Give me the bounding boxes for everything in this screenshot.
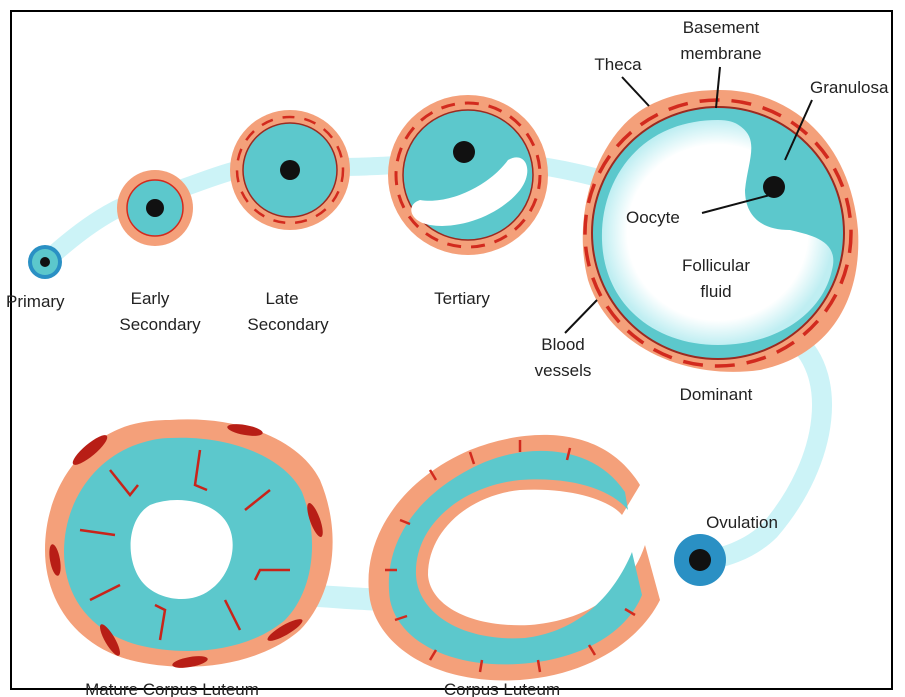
label-early-secondary: Secondary xyxy=(119,315,201,334)
label-mature-corpus-luteum: Mature Corpus Luteum xyxy=(85,680,259,697)
blood-vessels-leader xyxy=(565,300,597,333)
theca-leader xyxy=(622,77,649,106)
label-ovulation: Ovulation xyxy=(706,513,778,532)
label-blood: Blood xyxy=(541,335,584,354)
label-follicular: Follicular xyxy=(682,256,750,275)
corpus-luteum xyxy=(368,435,660,681)
label-early: Early xyxy=(131,289,170,308)
label-vessels: vessels xyxy=(535,361,592,380)
label-oocyte: Oocyte xyxy=(626,208,680,227)
label-late-secondary: Secondary xyxy=(247,315,329,334)
dominant-follicle xyxy=(583,90,859,372)
label-tertiary: Tertiary xyxy=(434,289,490,308)
primary-follicle xyxy=(28,245,62,279)
label-primary: Primary xyxy=(6,292,65,311)
label-fluid: fluid xyxy=(700,282,731,301)
label-membrane: membrane xyxy=(680,44,761,63)
label-basement: Basement xyxy=(683,18,760,37)
label-dominant: Dominant xyxy=(680,385,753,404)
label-corpus-luteum: Corpus Luteum xyxy=(444,680,560,697)
mature-corpus-luteum xyxy=(45,419,333,670)
ovulated-oocyte xyxy=(674,534,726,586)
label-theca: Theca xyxy=(594,55,642,74)
label-late: Late xyxy=(265,289,298,308)
tertiary-follicle xyxy=(388,95,548,255)
label-granulosa: Granulosa xyxy=(810,78,889,97)
late-secondary-follicle xyxy=(230,110,350,230)
early-secondary-follicle xyxy=(117,170,193,246)
